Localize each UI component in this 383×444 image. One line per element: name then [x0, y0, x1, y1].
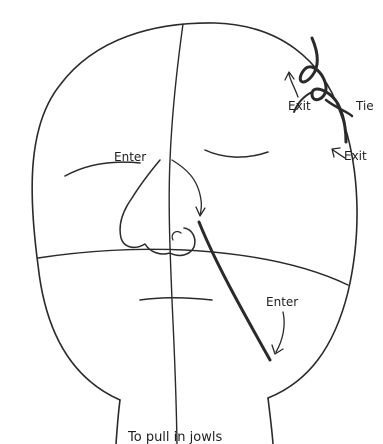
center-seam [169, 24, 183, 444]
left-eye [65, 162, 140, 176]
thread-line-jaw [199, 222, 270, 360]
tie-label: Tie [355, 99, 374, 113]
tie-knot [300, 38, 346, 142]
right-eye [205, 150, 268, 157]
enter-left-label: Enter [114, 150, 146, 164]
neck-left [116, 400, 120, 444]
caption: To pull in jowls [127, 430, 222, 444]
mouth [140, 298, 212, 300]
tie-strand-right [326, 100, 352, 116]
enter-bottom-arrow [276, 312, 284, 352]
horizontal-seam [38, 249, 348, 285]
thread-path-upper [172, 160, 201, 215]
nose [120, 160, 195, 255]
nostril [172, 232, 181, 240]
exit-right-label: Exit [344, 149, 367, 163]
neck-right [268, 398, 273, 444]
enter-bottom-label: Enter [266, 295, 298, 309]
exit-top-label: Exit [288, 99, 311, 113]
